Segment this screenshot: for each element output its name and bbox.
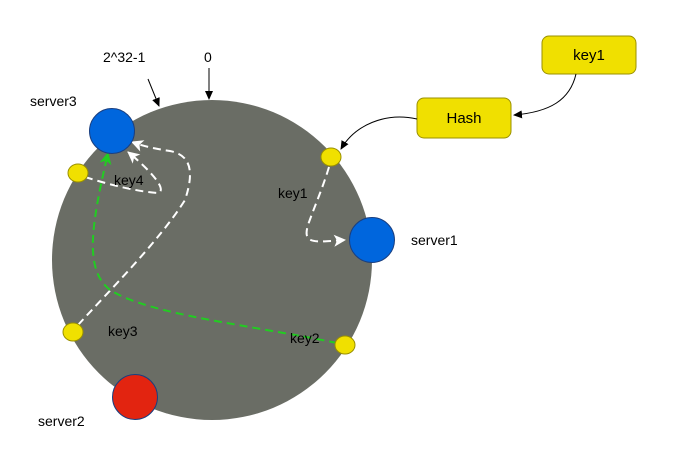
hash-ring [52, 100, 372, 420]
key4-node [67, 163, 89, 183]
key1-path [305, 166, 346, 247]
key4-path [84, 151, 162, 195]
server2-label: server2 [38, 413, 85, 429]
key1-label: key1 [278, 185, 308, 201]
server2-node [112, 374, 158, 420]
server3-label: server3 [30, 93, 77, 109]
key1-box [541, 35, 637, 75]
hash-box-label: Hash [446, 110, 481, 127]
key3-path [77, 140, 191, 326]
key1-to-hash-arrow [513, 73, 577, 119]
key2-node [334, 335, 356, 355]
key2-label: key2 [290, 330, 320, 346]
server1-node [349, 217, 395, 263]
key1-box-label: key1 [573, 47, 605, 64]
hash-to-ring-arrow [340, 116, 418, 150]
key1-node [320, 147, 342, 167]
max-arrow [147, 78, 160, 107]
server3-node [89, 108, 135, 154]
key3-label: key3 [108, 323, 138, 339]
hash-box [416, 97, 512, 139]
ring-max-label: 2^32-1 [103, 49, 146, 65]
key4-label: key4 [114, 172, 144, 188]
server1-label: server1 [411, 232, 458, 248]
key3-node [62, 322, 84, 342]
ring-zero-label: 0 [204, 49, 212, 65]
